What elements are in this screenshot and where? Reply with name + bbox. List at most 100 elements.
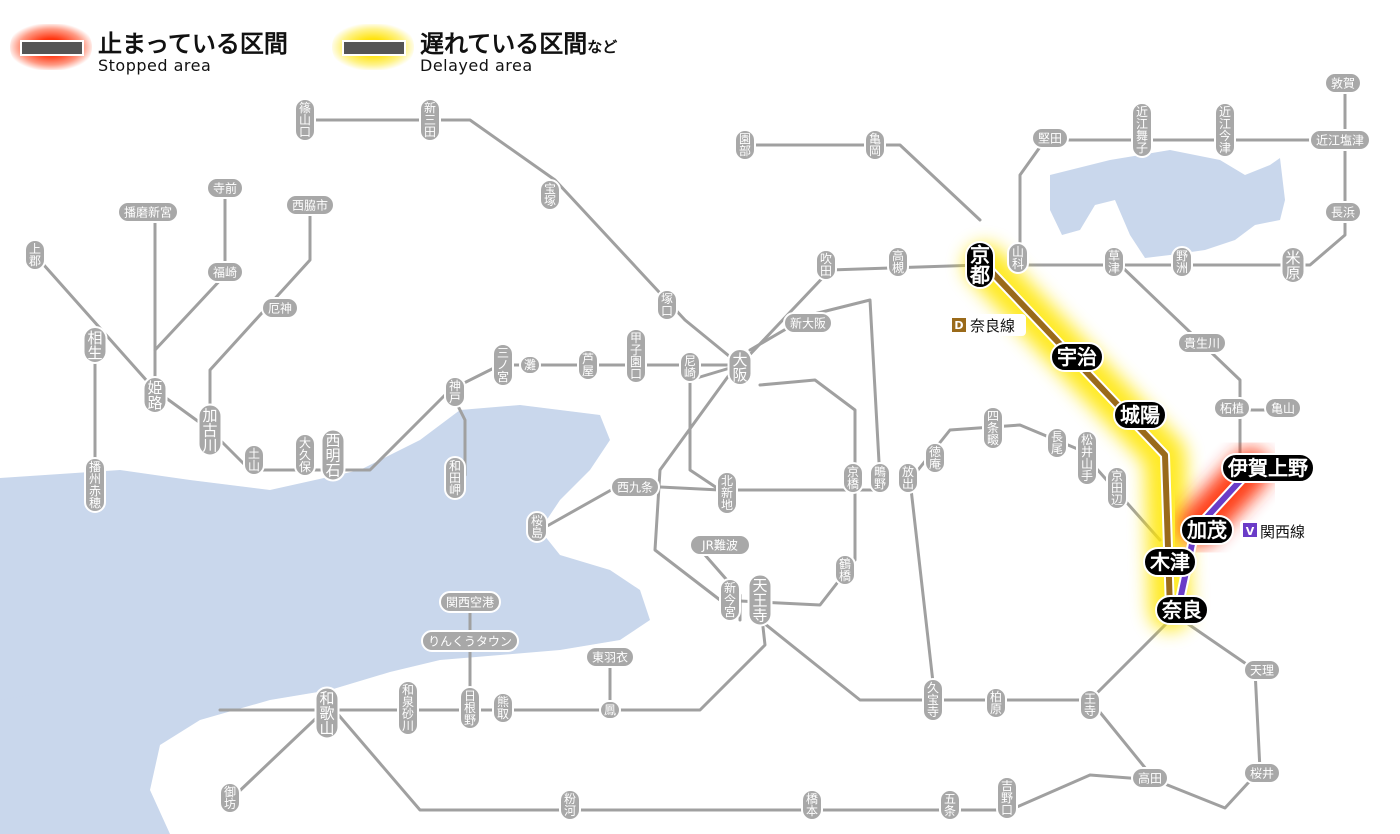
station-label: 西脇市: [292, 197, 328, 212]
station-omimaiko[interactable]: 近江舞子: [1131, 102, 1153, 158]
station-gobo[interactable]: 御坊: [219, 782, 241, 814]
station-ashiya[interactable]: 芦屋: [577, 349, 599, 381]
station-suita[interactable]: 吹田: [815, 249, 837, 281]
station-marker: [459, 686, 481, 730]
station-nishiakashi[interactable]: 西明石: [320, 428, 346, 482]
station-maibara[interactable]: 米原: [1280, 246, 1306, 284]
station-tsukaguchi[interactable]: 塚口: [656, 289, 678, 321]
station-osaka[interactable]: 大阪: [727, 348, 753, 386]
station-kakogawa[interactable]: 加古川: [197, 403, 223, 457]
station-joyo[interactable]: 城陽: [1113, 400, 1167, 430]
station-kitashinchi[interactable]: 北新地: [716, 471, 738, 515]
station-banshuako[interactable]: 播州赤穂: [84, 457, 106, 513]
station-kibukawa[interactable]: 貴生川: [1177, 332, 1227, 354]
station-omiimazu[interactable]: 近江今津: [1214, 102, 1236, 158]
station-uji[interactable]: 宇治: [1050, 342, 1104, 372]
station-hanaten[interactable]: 放出: [897, 462, 919, 494]
station-igaueno[interactable]: 伊賀上野: [1221, 453, 1315, 483]
station-shigino[interactable]: 鴫野: [869, 462, 891, 494]
delayed-label-main: 遅れている区間: [420, 30, 588, 58]
station-nada[interactable]: 灘: [519, 355, 541, 375]
station-marker: [206, 177, 244, 199]
station-matsuiyamate[interactable]: 松井山手: [1076, 430, 1098, 486]
station-oji[interactable]: 王寺: [1079, 689, 1101, 721]
station-tsuruga[interactable]: 敦賀: [1324, 72, 1362, 94]
station-izumisunagawa[interactable]: 和泉砂川: [397, 680, 419, 736]
station-jrnamba[interactable]: JR難波: [689, 534, 751, 556]
station-marker: [716, 471, 738, 515]
station-sasayamaguchi[interactable]: 篠山口: [294, 98, 316, 142]
station-omishiotsu[interactable]: 近江塩津: [1309, 129, 1371, 151]
station-banshushingu[interactable]: 播磨新宮: [117, 201, 179, 223]
station-marker: [625, 328, 647, 384]
station-nara[interactable]: 奈良: [1155, 595, 1209, 625]
station-sakurai[interactable]: 桜井: [1243, 762, 1281, 784]
station-label: 柘植: [1220, 400, 1244, 415]
station-kizu[interactable]: 木津: [1143, 547, 1197, 577]
station-kansaiairport[interactable]: 関西空港: [439, 591, 501, 613]
station-kashiwara[interactable]: 柏原: [985, 687, 1007, 719]
station-nishikujo[interactable]: 西九条: [610, 476, 660, 498]
station-himeji[interactable]: 姫路: [142, 376, 168, 414]
station-nagao[interactable]: 長尾: [1046, 427, 1068, 459]
station-shijonawate[interactable]: 四条畷: [982, 406, 1004, 450]
station-kameyama[interactable]: 亀山: [1264, 397, 1302, 419]
station-kyobashi[interactable]: 京橋: [842, 462, 864, 494]
station-teramae[interactable]: 寺前: [206, 177, 244, 199]
station-takatsuki[interactable]: 高槻: [887, 246, 909, 278]
station-label: 日根野: [464, 689, 476, 727]
station-tenri[interactable]: 天理: [1243, 659, 1281, 681]
station-kyoto[interactable]: 京都: [965, 241, 995, 289]
station-sakurajima[interactable]: 桜島: [526, 511, 548, 543]
station-koshienguchi[interactable]: 甲子園口: [625, 328, 647, 384]
station-takada[interactable]: 高田: [1131, 767, 1169, 789]
station-aioi[interactable]: 相生: [82, 326, 108, 364]
station-tennoji[interactable]: 天王寺: [747, 573, 773, 627]
station-fukusaki[interactable]: 福崎: [206, 261, 244, 283]
station-tsuge[interactable]: 柘植: [1213, 397, 1251, 419]
station-higashihagoromo[interactable]: 東羽衣: [585, 646, 635, 668]
station-hineno[interactable]: 日根野: [459, 686, 481, 730]
station-wadamisaki[interactable]: 和田岬: [444, 456, 466, 500]
station-tsuruhashi[interactable]: 鶴橋: [834, 554, 856, 586]
station-yasu[interactable]: 野洲: [1171, 246, 1193, 278]
station-takarazuka[interactable]: 宝塚: [539, 179, 561, 211]
station-shinimamiya[interactable]: 新今宮: [719, 578, 741, 622]
station-nagahama[interactable]: 長浜: [1324, 201, 1362, 223]
station-amagasaki[interactable]: 尼崎: [679, 351, 701, 383]
station-label: 京田辺: [1111, 469, 1123, 507]
station-label: 草津: [1108, 249, 1120, 275]
station-kusatsu[interactable]: 草津: [1103, 246, 1125, 278]
station-rinkutown[interactable]: りんくうタウン: [421, 630, 519, 652]
station-gojo[interactable]: 五条: [939, 789, 961, 821]
station-shinosaka[interactable]: 新大阪: [783, 312, 833, 334]
station-kameoka[interactable]: 亀岡: [864, 129, 886, 161]
station-marker: [599, 700, 621, 720]
station-sonobe[interactable]: 園部: [734, 129, 756, 161]
station-label: 近江今津: [1219, 105, 1231, 155]
station-okubo[interactable]: 大久保: [294, 433, 316, 477]
station-kumatori[interactable]: 熊取: [492, 692, 514, 724]
station-kyuhoji[interactable]: 久宝寺: [922, 678, 944, 722]
station-sannomiya[interactable]: 三ノ宮: [492, 343, 514, 387]
station-kobe[interactable]: 神戸: [444, 376, 466, 408]
station-otori[interactable]: 鳳: [599, 700, 621, 720]
station-nishiwakishi[interactable]: 西脇市: [285, 194, 335, 216]
station-yoshinoguchi[interactable]: 吉野口: [996, 776, 1018, 820]
station-katata[interactable]: 堅田: [1031, 127, 1069, 149]
station-label: 放出: [902, 464, 914, 491]
station-kamo[interactable]: 加茂: [1180, 515, 1234, 545]
station-shinsanda[interactable]: 新三田: [419, 98, 441, 142]
station-yamashina[interactable]: 山科: [1007, 242, 1029, 274]
station-kyotanabe[interactable]: 京田辺: [1106, 466, 1128, 510]
station-yashiro[interactable]: 厄神: [261, 297, 299, 319]
station-label: 三ノ宮: [497, 346, 509, 384]
station-marker: [996, 776, 1018, 820]
station-wakayama[interactable]: 和歌山: [314, 686, 340, 740]
station-tokuan[interactable]: 徳庵: [924, 442, 946, 474]
station-tsuchiyama[interactable]: 土山: [243, 444, 265, 476]
station-marker: [727, 348, 753, 386]
station-kamigori[interactable]: 上郡: [24, 239, 46, 271]
station-hashimoto[interactable]: 橋本: [801, 789, 823, 821]
station-kokawa[interactable]: 粉河: [559, 789, 581, 821]
